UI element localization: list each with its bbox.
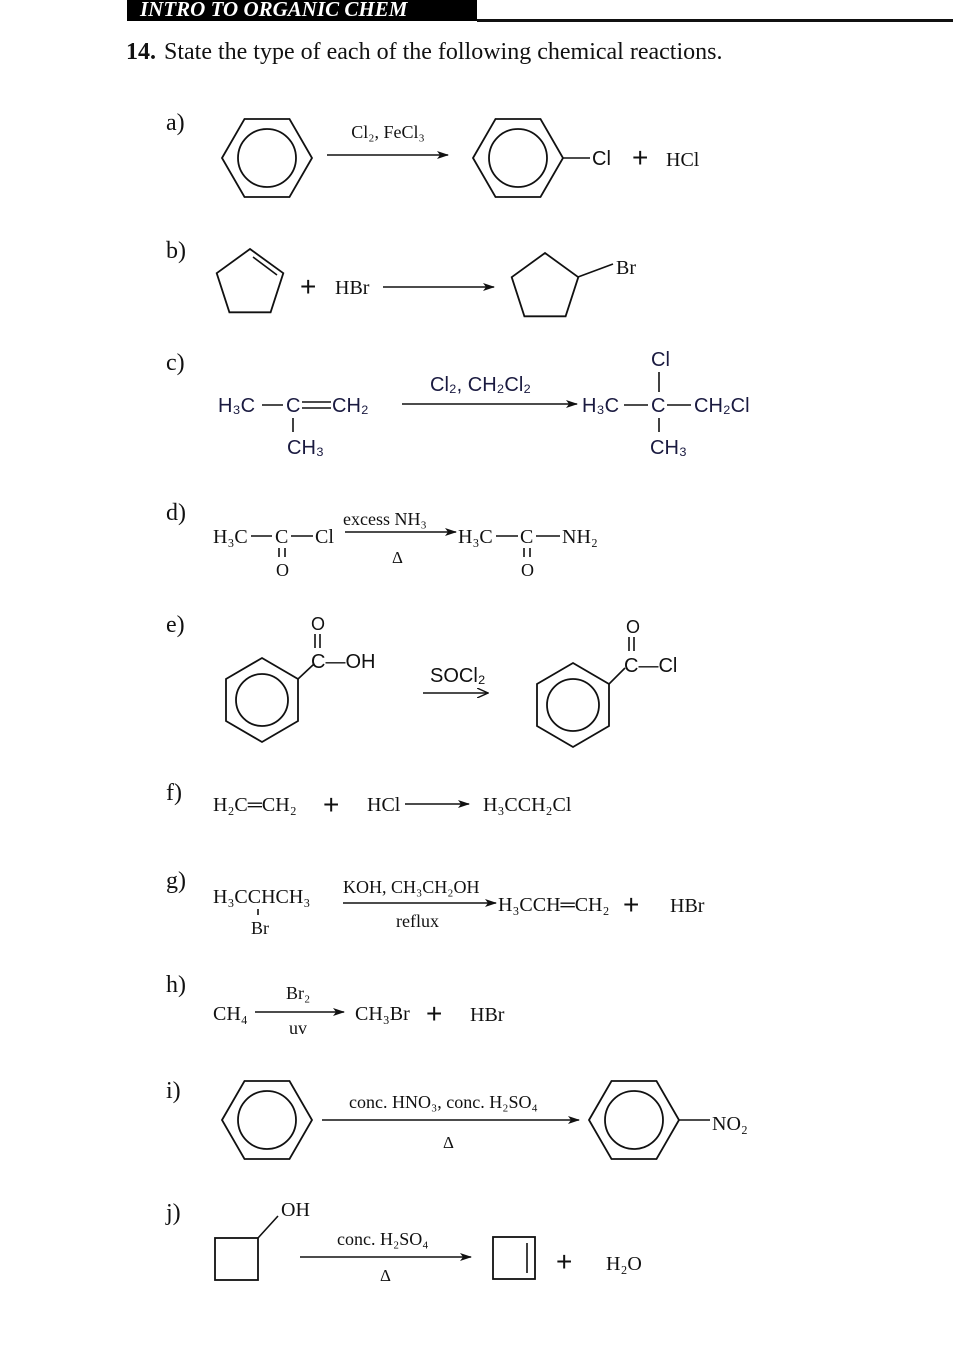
reagent: conc. H₂SO₄ — [337, 1229, 429, 1249]
plus-sign: + — [426, 998, 442, 1029]
condition: Δ — [443, 1133, 454, 1152]
reaction-j: j) OH conc. H₂SO₄ Δ + H₂O — [165, 1199, 642, 1285]
reagent: Cl₂, CH₂Cl₂ — [430, 374, 531, 396]
nitrobenzene-structure — [587, 1080, 710, 1160]
reaction-a: a) Cl₂, FeCl₃ Cl + HCl — [166, 110, 700, 198]
reaction-f: f) H₂C═CH₂ + HCl H₃CCH₂Cl — [166, 780, 572, 820]
condition: uv — [289, 1018, 307, 1038]
label-g: g) — [166, 868, 186, 894]
reagent: excess NH₃ — [343, 509, 427, 529]
reagent: KOH, CH₃CH₂OH — [343, 877, 480, 897]
substituent: Br — [616, 257, 636, 279]
plus-sign: + — [323, 789, 339, 820]
atom: CH₂ — [332, 395, 369, 417]
functional-group: C—OH — [311, 651, 375, 673]
reactant: H₃CCHCH₃ — [213, 886, 310, 908]
label-h: h) — [166, 972, 186, 998]
cyclobutene-structure — [492, 1236, 536, 1280]
reaction-e: e) C—OH O SOCl₂ C—Cl O — [166, 612, 677, 749]
substituent: NO₂ — [712, 1113, 748, 1135]
cyclopentene-structure — [215, 247, 285, 314]
question-text: State the type of each of the following … — [164, 39, 722, 65]
atom: CH₃ — [287, 437, 324, 459]
plus-sign: + — [556, 1246, 572, 1277]
reaction-h: h) CH₄ Br₂ uv CH₃Br + HBr — [166, 972, 505, 1038]
atom: CH₃ — [650, 437, 687, 459]
plus-sign: + — [300, 271, 316, 302]
bromocyclopentane-structure — [510, 251, 614, 318]
label-f: f) — [166, 780, 182, 806]
label-a: a) — [166, 110, 185, 136]
question-number: 14. — [126, 39, 156, 65]
reaction-d: d) H₃C C Cl O excess NH₃ Δ H₃C C NH₂ O — [166, 500, 598, 580]
condition: reflux — [396, 911, 439, 931]
atom: C — [651, 395, 665, 417]
chlorobenzene-structure — [471, 118, 590, 198]
product: H₃CCH═CH₂ — [498, 894, 609, 916]
benzene-structure — [220, 118, 314, 198]
question: 14. State the type of each of the follow… — [126, 39, 722, 65]
reactant: HCl — [367, 794, 401, 816]
label-j: j) — [165, 1200, 181, 1226]
byproduct: HCl — [666, 149, 700, 171]
reaction-g: g) H₃CCHCH₃ Br KOH, CH₃CH₂OH reflux H₃CC… — [166, 868, 705, 938]
label-b: b) — [166, 238, 186, 264]
reactant: HBr — [335, 277, 370, 299]
atom: O — [311, 614, 325, 634]
reactant: H₂C═CH₂ — [213, 794, 297, 816]
reactant: CH₄ — [213, 1003, 248, 1025]
benzene-structure — [220, 1080, 314, 1160]
substituent: OH — [281, 1199, 310, 1221]
byproduct: H₂O — [606, 1253, 642, 1275]
functional-group: C—Cl — [624, 655, 677, 677]
plus-sign: + — [632, 142, 648, 173]
byproduct: HBr — [470, 1004, 505, 1026]
atom: O — [521, 560, 534, 580]
reagent: Br₂ — [286, 983, 310, 1003]
cyclobutanol-structure — [214, 1215, 279, 1281]
label-d: d) — [166, 500, 186, 526]
benzoic-acid-structure — [225, 634, 321, 744]
reagent: conc. HNO₃, conc. H₂SO₄ — [349, 1092, 538, 1112]
atom: C — [520, 526, 533, 548]
substituent: Cl — [592, 148, 611, 170]
reagent: Cl₂, FeCl₃ — [351, 122, 425, 142]
product: CH₃Br — [355, 1003, 410, 1025]
reagent: SOCl₂ — [430, 665, 486, 687]
atom: C — [286, 395, 300, 417]
reaction-c: c) H₃C C CH₂ CH₃ Cl₂, CH₂Cl₂ H₃C C CH₂Cl… — [166, 349, 750, 459]
atom: Cl — [651, 349, 670, 371]
header: INTRO TO ORGANIC CHEM — [127, 0, 953, 22]
label-i: i) — [166, 1078, 181, 1104]
condition: Δ — [392, 548, 403, 567]
atom: Cl — [315, 526, 334, 548]
header-banner — [127, 0, 477, 21]
atom: O — [626, 617, 640, 637]
reaction-b: b) + HBr Br — [166, 238, 636, 318]
product: H₃CCH₂Cl — [483, 794, 572, 816]
reaction-i: i) conc. HNO₃, conc. H₂SO₄ Δ NO₂ — [166, 1078, 748, 1160]
atom: H₃C — [218, 395, 255, 417]
atom: O — [276, 560, 289, 580]
atom: C — [275, 526, 288, 548]
condition: Δ — [380, 1266, 391, 1285]
atom: H₃C — [582, 395, 619, 417]
atom: NH₂ — [562, 526, 598, 548]
label-e: e) — [166, 612, 185, 638]
substituent: Br — [251, 918, 269, 938]
header-rule — [477, 19, 953, 22]
atom: H₃C — [213, 526, 248, 548]
atom: CH₂Cl — [694, 395, 750, 417]
header-title: INTRO TO ORGANIC CHEM — [139, 0, 409, 21]
byproduct: HBr — [670, 895, 705, 917]
atom: H₃C — [458, 526, 493, 548]
benzoyl-chloride-structure — [536, 637, 635, 749]
plus-sign: + — [623, 889, 639, 920]
label-c: c) — [166, 350, 185, 376]
